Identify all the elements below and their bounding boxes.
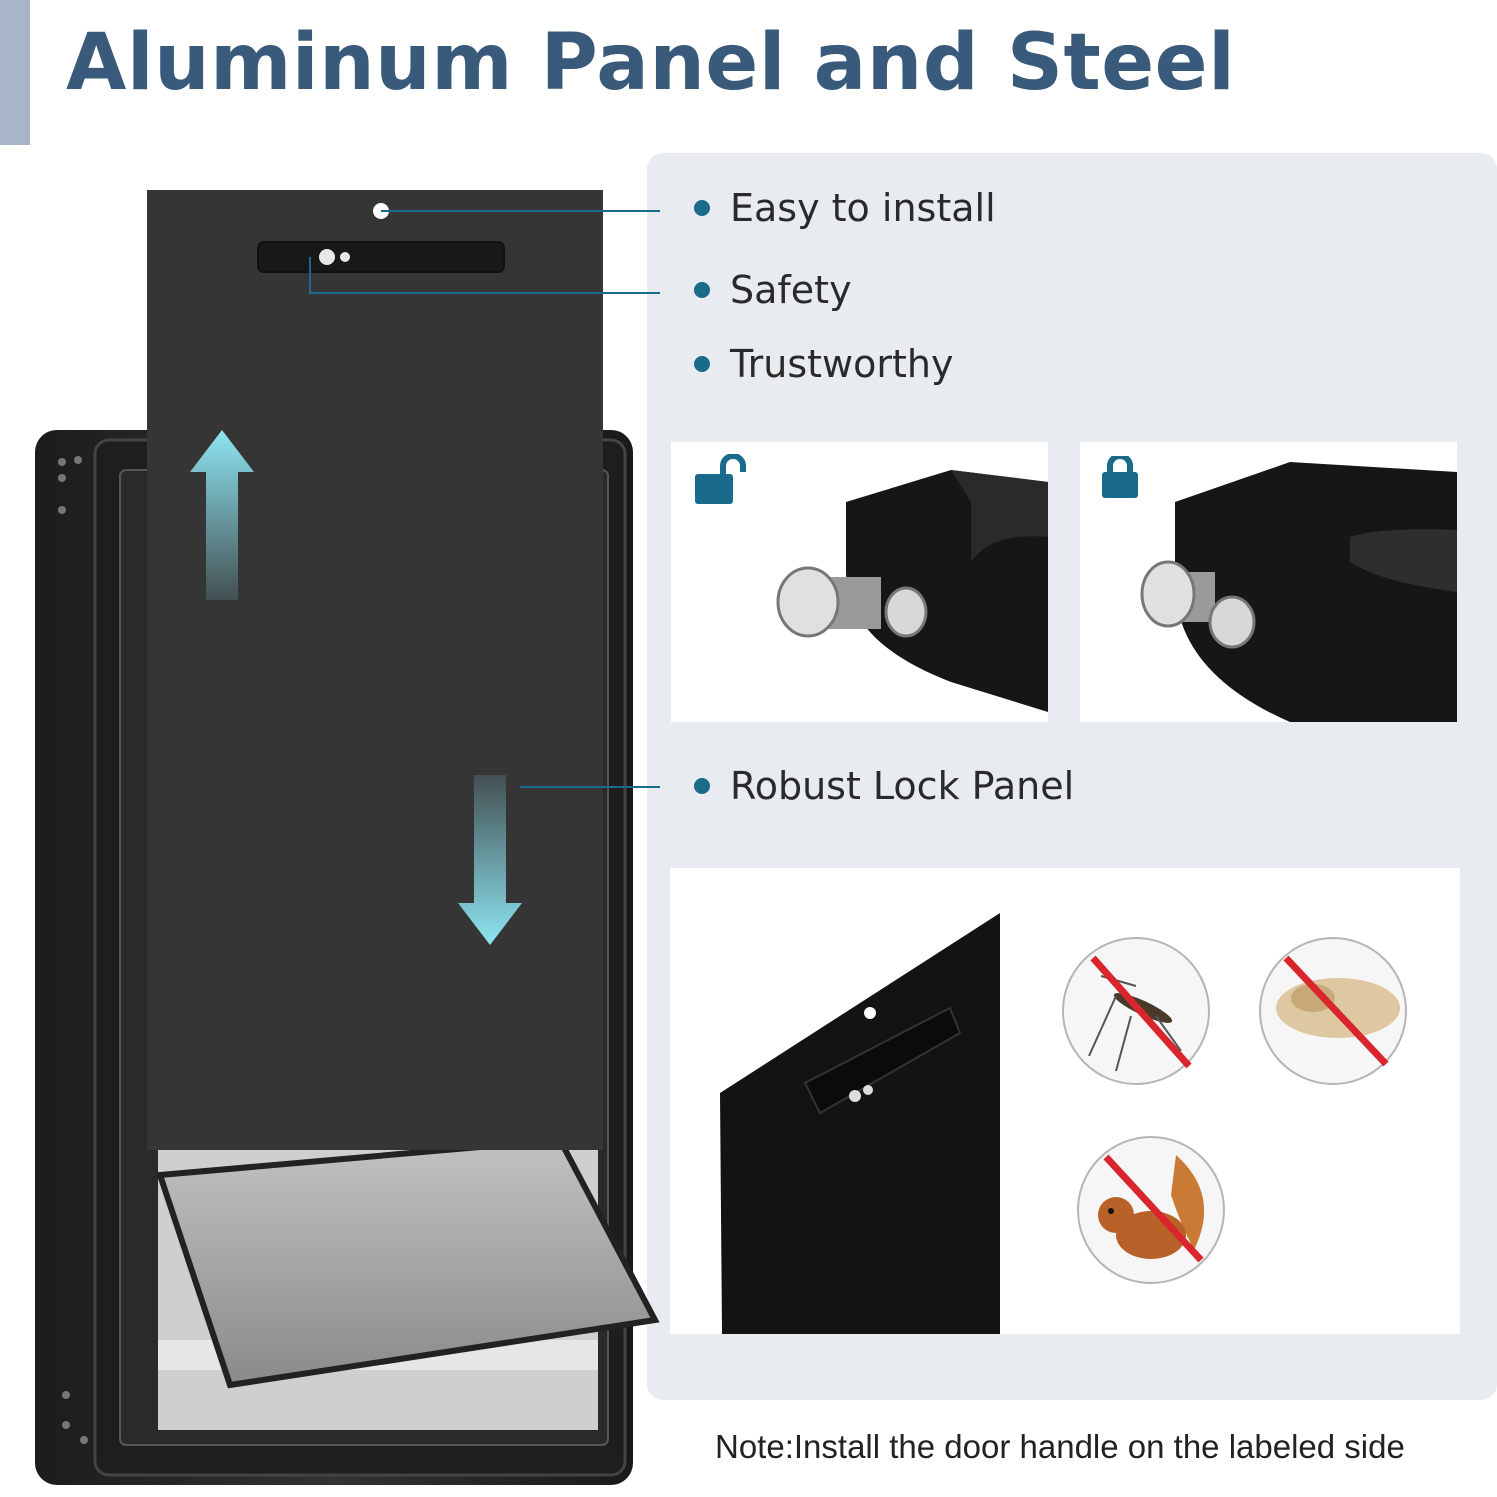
aluminum-slide-panel: [147, 190, 603, 1150]
lock-closed-icon: [1102, 456, 1138, 498]
page-title: Aluminum Panel and Steel: [66, 18, 1236, 108]
arrow-down-icon: [458, 775, 522, 945]
lock-panel-photo: [670, 868, 1460, 1334]
no-dust-icon: [1259, 937, 1407, 1085]
feature-robust-lock-panel: Robust Lock Panel: [694, 764, 1074, 808]
feature-trustworthy: Trustworthy: [694, 342, 953, 386]
bullet-dot-icon: [694, 282, 710, 298]
lock-locked-photo: [1080, 442, 1457, 722]
feature-easy-install: Easy to install: [694, 186, 996, 230]
no-squirrel-icon: [1077, 1136, 1225, 1284]
feature-safety: Safety: [694, 268, 852, 312]
lock-unlocked-photo: [671, 442, 1048, 722]
pet-door-illustration: [35, 190, 660, 1485]
installation-note: Note:Install the door handle on the labe…: [715, 1428, 1405, 1465]
bullet-dot-icon: [694, 356, 710, 372]
lock-panel-illustration: [720, 913, 1000, 1334]
arrow-up-icon: [190, 430, 254, 600]
title-accent-bar: [0, 0, 30, 145]
bullet-dot-icon: [694, 200, 710, 216]
bullet-dot-icon: [694, 778, 710, 794]
pet-flap: [155, 1136, 660, 1389]
no-mosquito-icon: [1062, 937, 1210, 1085]
lock-open-icon: [695, 454, 746, 504]
